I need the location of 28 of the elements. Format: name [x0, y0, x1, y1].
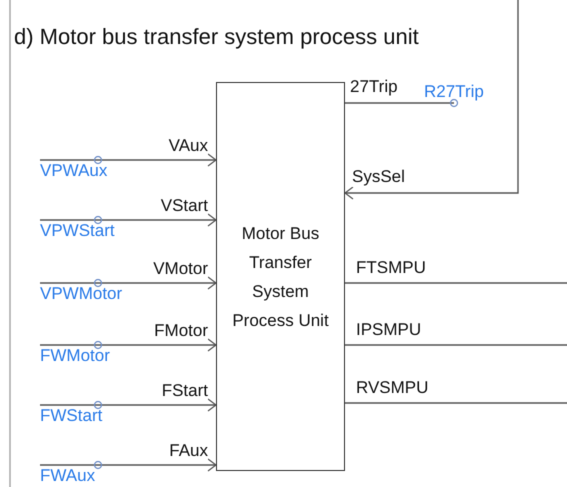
- connector: [344, 0, 519, 200]
- connector: [345, 98, 458, 108]
- port-label: VAux: [168, 136, 208, 156]
- signal-name: VPWMotor: [40, 284, 122, 304]
- port-label: 27Trip: [350, 77, 398, 97]
- port-label: VStart: [160, 196, 208, 216]
- port-label: FStart: [162, 381, 208, 401]
- connector: [40, 339, 216, 352]
- port-label: FMotor: [154, 321, 208, 341]
- signal-name: VPWAux: [40, 161, 108, 181]
- signal-name: VPWStart: [40, 221, 115, 241]
- connector: [40, 277, 216, 290]
- signal-name: FWAux: [40, 466, 96, 486]
- connector: [345, 282, 567, 284]
- port-label: VMotor: [153, 259, 208, 279]
- port-label: FAux: [169, 441, 208, 461]
- connector: [40, 154, 216, 166]
- connector: [345, 344, 567, 346]
- connector: [40, 459, 216, 472]
- process-unit-block: Motor Bus Transfer System Process Unit: [216, 82, 345, 471]
- connector: [345, 402, 567, 404]
- signal-name: FWMotor: [40, 346, 110, 366]
- connector: [40, 214, 216, 226]
- signal-name: FWStart: [40, 406, 102, 426]
- connector: [40, 399, 216, 412]
- signal-name: R27Trip: [424, 82, 484, 102]
- port-label: SysSel: [352, 167, 405, 187]
- diagram-title: d) Motor bus transfer system process unit: [14, 24, 419, 50]
